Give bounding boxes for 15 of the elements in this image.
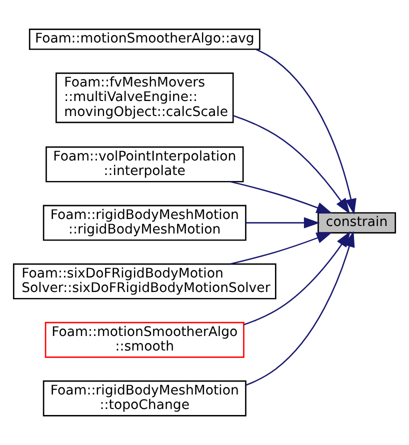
arrow — [244, 231, 350, 326]
arrow — [246, 230, 355, 386]
node-box: Foam::fvMeshMovers ::multiValveEngine:: movingObject::calcScale — [56, 72, 234, 124]
arrow — [246, 217, 320, 228]
node-box: constrain — [318, 212, 396, 234]
node-box: Foam::rigidBodyMeshMotion ::topoChange — [42, 380, 246, 416]
arrow — [256, 48, 356, 215]
arrow — [230, 232, 332, 265]
node-box: Foam::rigidBodyMeshMotion ::rigidBodyMeshMotion — [42, 204, 246, 241]
node-box: Foam::motionSmootherAlgo::avg — [28, 28, 260, 50]
arrow — [230, 180, 332, 214]
node-box: Foam::volPointInterpolation ::interpolate — [46, 146, 244, 182]
node-box: Foam::sixDoFRigidBodyMotion Solver::sixDoFRigidBodyMotionSolver — [12, 263, 276, 300]
arrow — [233, 115, 350, 214]
node-box: Foam::motionSmootherAlgo ::smooth — [44, 322, 244, 358]
